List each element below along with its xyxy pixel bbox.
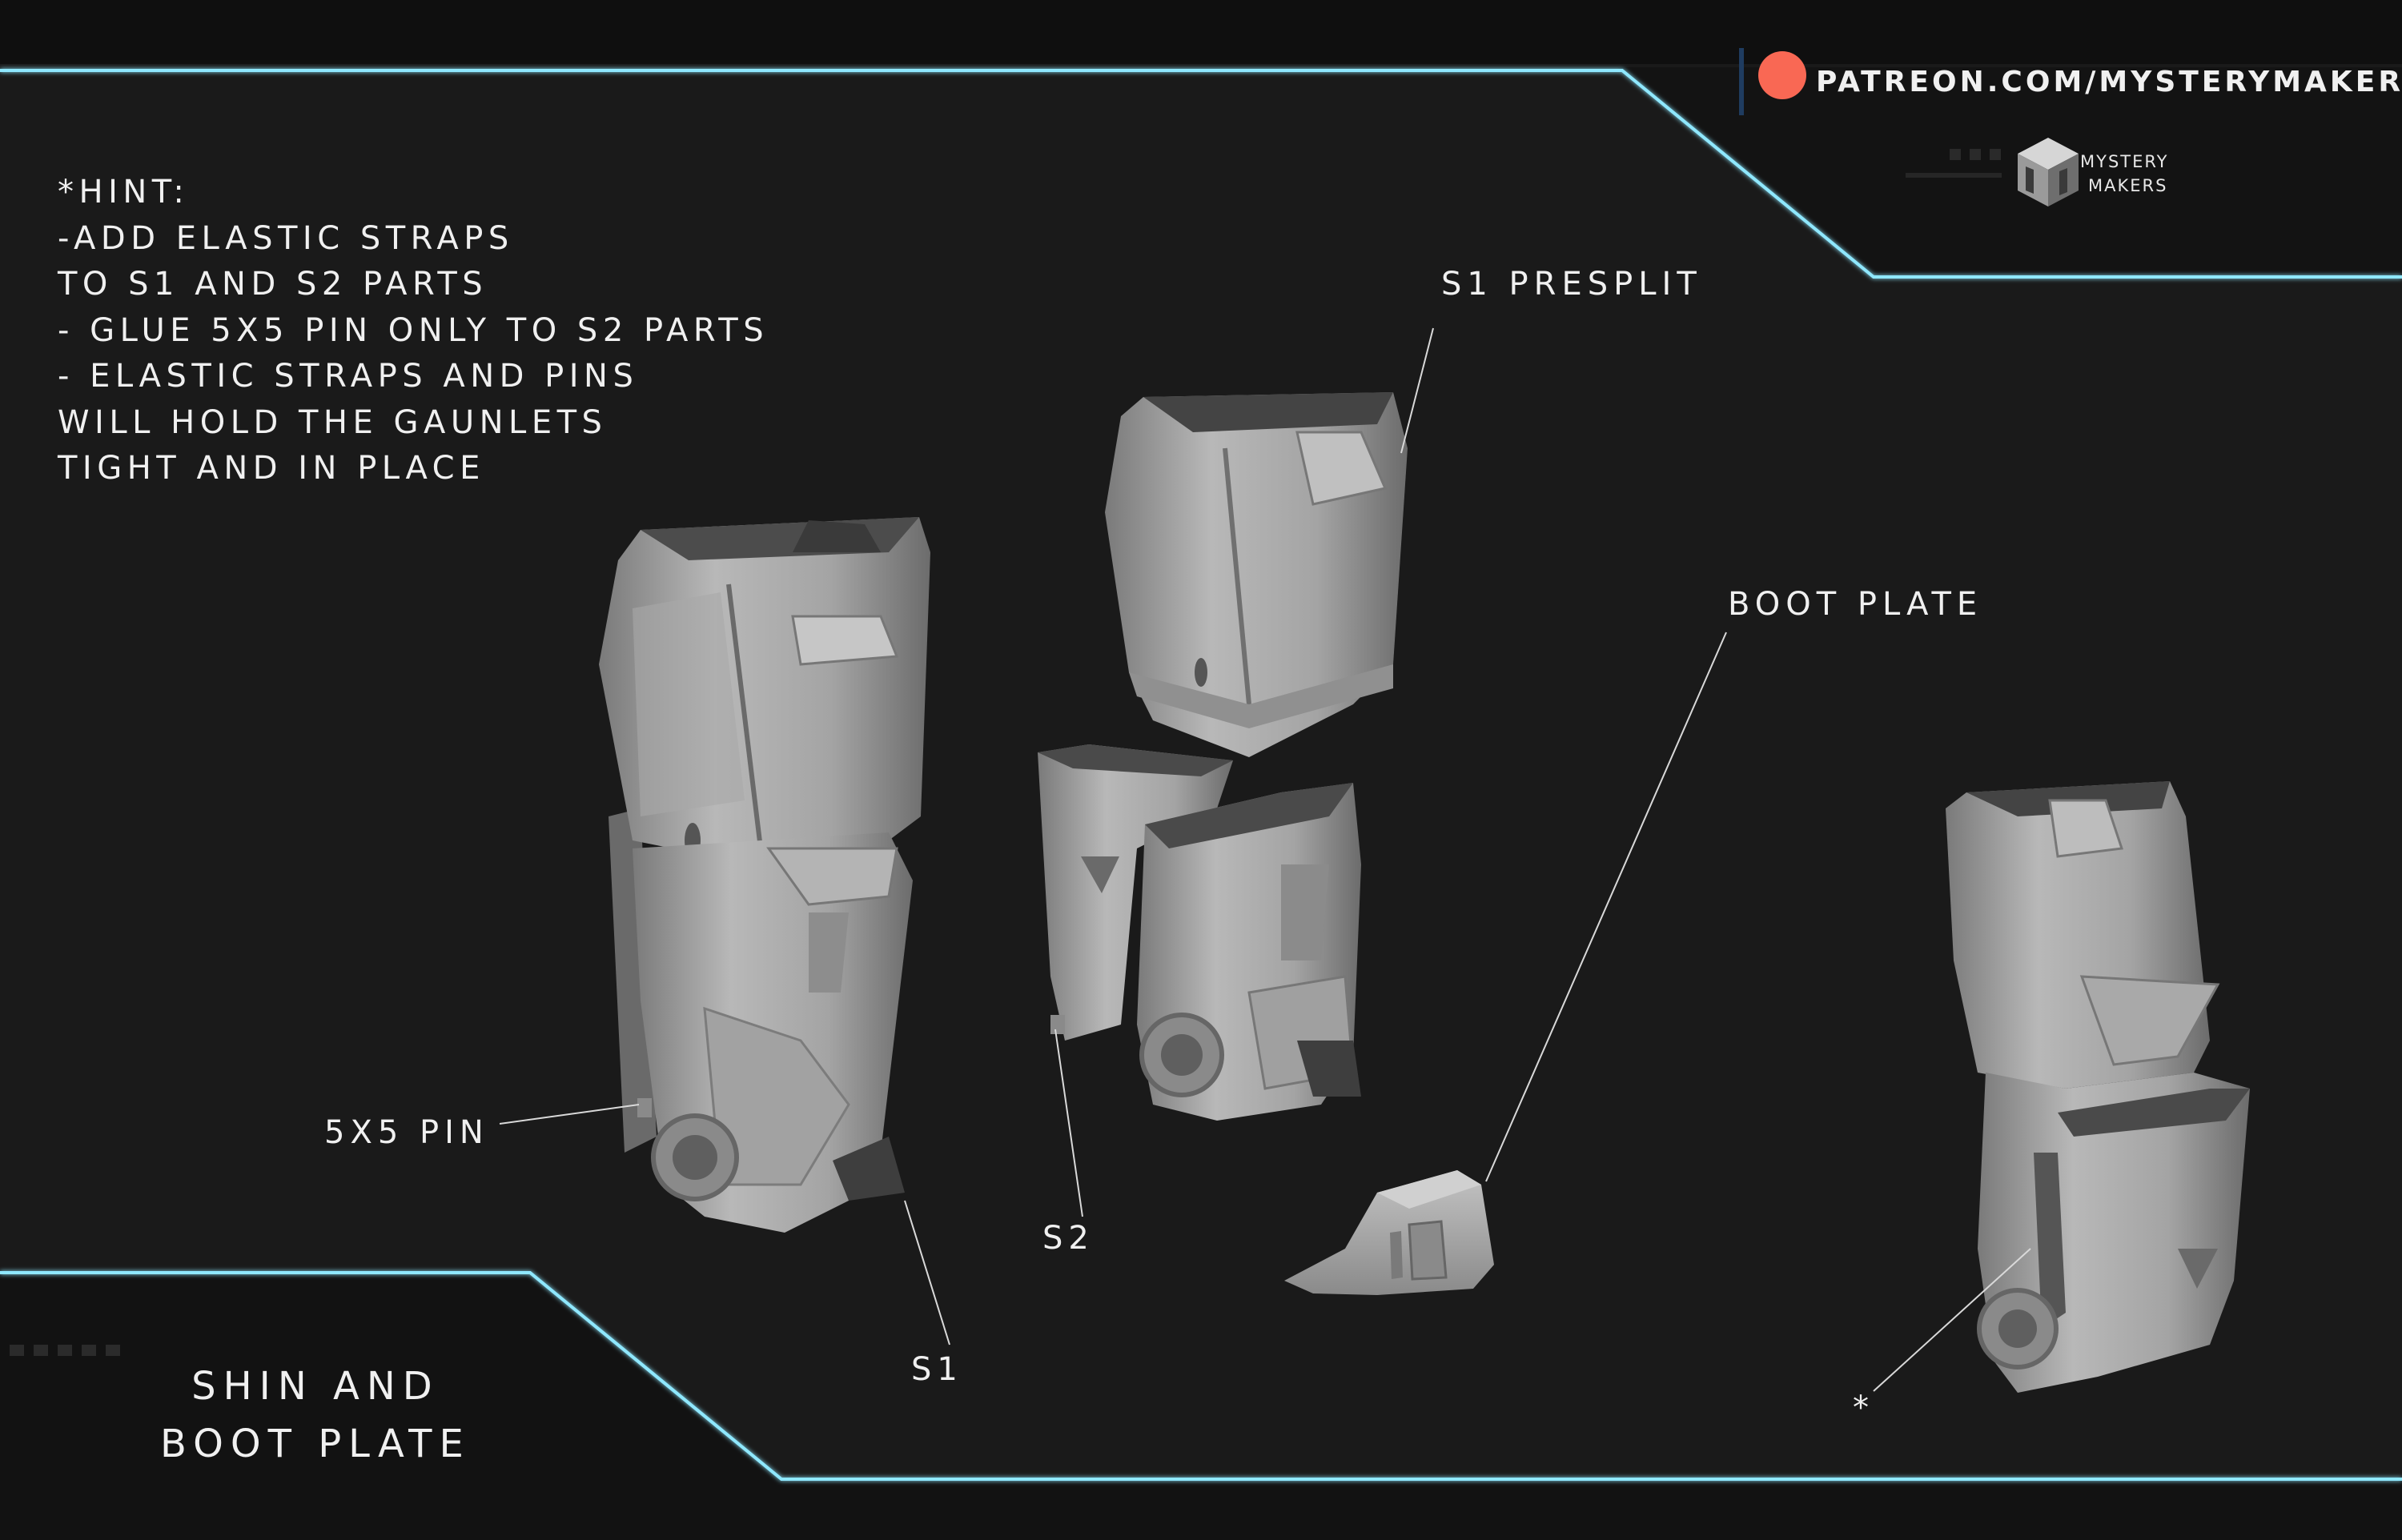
hint-line: TO S1 AND S2 PARTS: [58, 266, 488, 303]
mystery-makers-logo-icon: [2018, 138, 2079, 207]
leader-lines: [499, 327, 2031, 1392]
hint-line: - ELASTIC STRAPS AND PINS: [58, 358, 639, 395]
shin-assembly-left: [599, 517, 930, 1233]
hint-line: TIGHT AND IN PLACE: [58, 450, 485, 487]
boot-plate-part: [1284, 1170, 1494, 1295]
footer-title-line1: SHIN AND: [191, 1364, 440, 1409]
hint-line: - GLUE 5X5 PIN ONLY TO S2 PARTS: [58, 311, 769, 349]
s1-presplit-part: [1105, 392, 1408, 757]
hint-line: *HINT:: [58, 174, 190, 211]
footer-title: SHIN AND BOOT PLATE: [160, 1358, 471, 1473]
label-s2: S2: [1042, 1220, 1095, 1257]
label-boot-plate: BOOT PLATE: [1728, 586, 1983, 623]
patreon-url-text: PATREON.COM/MYSTERYMAKERS: [1816, 66, 2402, 98]
hint-line: WILL HOLD THE GAUNLETS: [58, 403, 608, 441]
brand-name-line2: MAKERS: [2088, 176, 2168, 195]
brand-name-line1: MYSTERY: [2080, 152, 2169, 171]
label-5x5-pin: 5X5 PIN: [324, 1114, 489, 1151]
hint-text-block: *HINT: -ADD ELASTIC STRAPS TO S1 AND S2 …: [58, 170, 769, 492]
assembled-shin-right: [1946, 781, 2250, 1393]
brand-logo-block: MYSTERY MAKERS: [2014, 134, 2175, 215]
label-s1-presplit: S1 PRESPLIT: [1441, 266, 1702, 303]
patreon-dot-icon: [1758, 51, 1806, 99]
s2-part: [1038, 744, 1361, 1121]
label-asterisk: *: [1853, 1390, 1869, 1426]
label-s1: S1: [911, 1351, 963, 1388]
footer-title-line2: BOOT PLATE: [160, 1422, 471, 1466]
hint-line: -ADD ELASTIC STRAPS: [58, 219, 514, 257]
